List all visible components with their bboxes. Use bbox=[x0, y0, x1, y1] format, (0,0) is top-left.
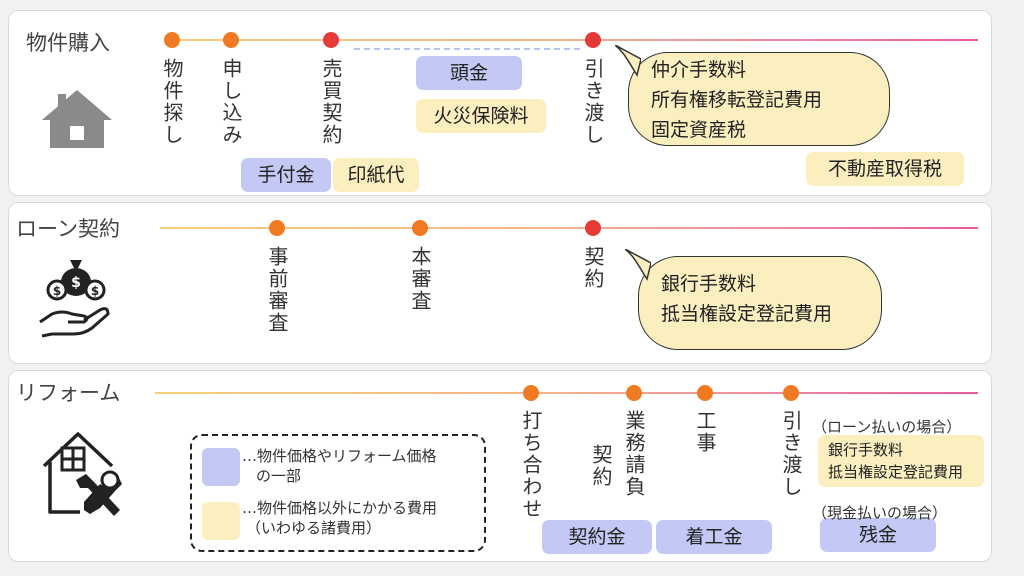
loan-timeline bbox=[160, 227, 978, 229]
step-dot-construction bbox=[697, 385, 713, 401]
bubble-line-bank-fee: 銀行手数料 bbox=[661, 273, 757, 295]
step-label-reform-handover: 引き渡し bbox=[779, 410, 803, 498]
house-tools-icon bbox=[40, 426, 126, 526]
bubble-line-property-tax: 固定資産税 bbox=[651, 119, 747, 141]
loan-fee-bank: 銀行手数料 bbox=[828, 441, 904, 459]
reform-timeline bbox=[155, 392, 978, 394]
tag-fire-insurance: 火災保険料 bbox=[416, 99, 546, 133]
step-label-handover: 引き渡し bbox=[581, 58, 605, 146]
tag-balance-payment: 残金 bbox=[820, 518, 936, 552]
bubble-line-transfer-registration: 所有権移転登記費用 bbox=[651, 89, 823, 111]
step-dot-handover bbox=[585, 32, 601, 48]
money-bag-hand-icon: $ $ $ bbox=[38, 256, 114, 344]
bubble-line-mortgage-registration: 抵当権設定登記費用 bbox=[661, 303, 833, 325]
step-dot-main-screening bbox=[412, 220, 428, 236]
step-dot-search bbox=[164, 32, 180, 48]
legend-yellow-line1: …物件価格以外にかかる費用 bbox=[242, 499, 438, 517]
tag-down-payment: 頭金 bbox=[416, 56, 522, 90]
legend-yellow-line2: （いわゆる諸費用） bbox=[246, 519, 382, 537]
step-label-meeting: 打ち合わせ bbox=[519, 410, 543, 520]
svg-text:$: $ bbox=[71, 275, 81, 291]
svg-text:$: $ bbox=[91, 284, 99, 298]
step-label-loan-contract: 契約 bbox=[581, 246, 605, 290]
cash-payment-case-label: （現金払いの場合） bbox=[812, 504, 948, 522]
tag-start-payment: 着工金 bbox=[656, 520, 772, 554]
step-dot-sales-contract bbox=[323, 32, 339, 48]
loan-title: ローン契約 bbox=[16, 217, 120, 241]
step-label-search: 物件探し bbox=[160, 58, 184, 146]
reform-title: リフォーム bbox=[16, 381, 121, 405]
legend-blue-line2: の一部 bbox=[256, 467, 302, 485]
tag-stamp-duty: 印紙代 bbox=[333, 158, 419, 192]
loan-payment-case-label: （ローン払いの場合） bbox=[812, 418, 962, 436]
step-dot-pre-screening bbox=[269, 220, 285, 236]
step-dot-meeting bbox=[523, 385, 539, 401]
bubble-line-brokerage: 仲介手数料 bbox=[651, 59, 747, 81]
step-label-sales-contract: 売買契約 bbox=[319, 58, 343, 146]
purchase-fees-bubble: 仲介手数料 所有権移転登記費用 固定資産税 bbox=[615, 45, 890, 146]
legend-blue-line1: …物件価格やリフォーム価格 bbox=[242, 447, 437, 465]
bubble-tail bbox=[625, 249, 651, 281]
legend-swatch-yellow bbox=[202, 502, 240, 540]
step-label-main-screening: 本審査 bbox=[408, 246, 432, 312]
step-dot-loan-contract bbox=[585, 220, 601, 236]
step-dot-service-contract bbox=[626, 385, 642, 401]
purchase-dashed-line bbox=[354, 48, 580, 50]
loan-fee-mortgage-registration: 抵当権設定登記費用 bbox=[828, 463, 964, 481]
svg-text:$: $ bbox=[53, 284, 61, 298]
purchase-title: 物件購入 bbox=[26, 31, 110, 55]
step-dot-reform-handover bbox=[783, 385, 799, 401]
legend-swatch-blue bbox=[202, 448, 240, 486]
step-label-contract: 契約 bbox=[589, 444, 613, 488]
house-icon bbox=[40, 88, 114, 154]
step-label-apply: 申し込み bbox=[219, 58, 243, 146]
step-label-service-contract: 業務請負 bbox=[622, 410, 646, 498]
loan-fees-bubble: 銀行手数料 抵当権設定登記費用 bbox=[625, 249, 882, 350]
loan-payment-fees: 銀行手数料 抵当権設定登記費用 bbox=[818, 435, 984, 487]
step-label-construction: 工事 bbox=[693, 410, 717, 454]
step-dot-apply bbox=[223, 32, 239, 48]
bubble-tail bbox=[615, 45, 641, 77]
legend-box: …物件価格やリフォーム価格 の一部 …物件価格以外にかかる費用 （いわゆる諸費用… bbox=[190, 434, 486, 552]
tag-acquisition-tax: 不動産取得税 bbox=[806, 152, 964, 186]
step-label-pre-screening: 事前審査 bbox=[265, 246, 289, 334]
tag-contract-payment: 契約金 bbox=[542, 520, 652, 554]
purchase-timeline bbox=[170, 39, 978, 41]
tag-deposit: 手付金 bbox=[241, 158, 331, 192]
